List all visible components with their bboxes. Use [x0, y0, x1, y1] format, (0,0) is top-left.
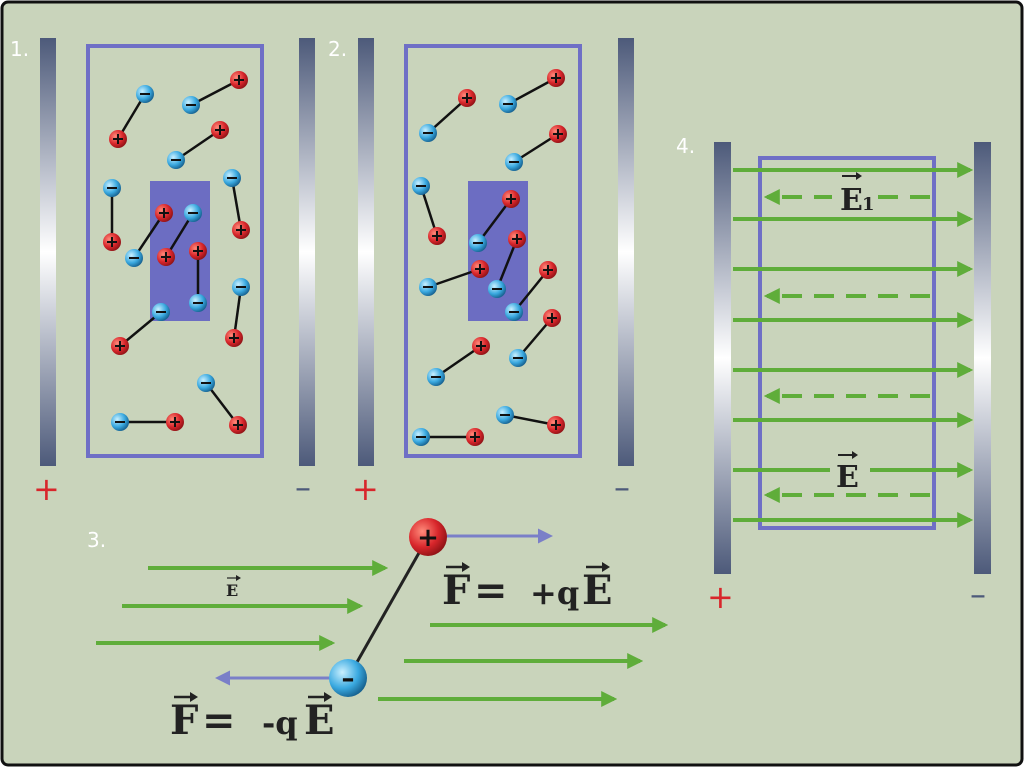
panel-1-minus-sign: –	[295, 468, 311, 506]
formula-bottom-f: F	[170, 697, 198, 744]
panel-1-plate-positive	[40, 38, 56, 466]
panel-4-e1-label: E	[840, 183, 863, 218]
panel-3-positive-charge	[409, 518, 447, 556]
dipole-bond	[427, 267, 481, 289]
formula-bottom-e: E	[304, 697, 335, 744]
panel-2: 2. + –	[328, 37, 634, 508]
panel-3-number: 3.	[87, 528, 106, 552]
panel-4-e1-subscript: 1	[862, 194, 875, 215]
panel-3-negative-charge	[329, 659, 367, 697]
panel-4-dielectric-frame	[758, 156, 936, 530]
dipole-bond	[507, 76, 557, 106]
panel-4-e-label: E	[836, 460, 859, 495]
dipole-bond	[513, 269, 549, 313]
panel-3: 3. E + – F = +q E	[87, 518, 669, 744]
panel-4-minus-sign: –	[970, 575, 986, 613]
formula-bottom-coef: -q	[262, 704, 298, 742]
formula-top-eq: =	[474, 567, 508, 614]
panel-4: 4. + – E 1 E	[676, 134, 991, 616]
dipole-bond	[190, 78, 240, 107]
formula-top-e-vector-head	[602, 562, 610, 572]
panel-3-negative-charge-sign: –	[342, 664, 355, 694]
panel-4-plate-negative	[974, 142, 991, 574]
panel-1-dipoles	[103, 71, 250, 434]
panel-3-positive-charge-sign: +	[417, 523, 439, 553]
formula-bottom-eq: =	[202, 697, 236, 744]
panel-2-dielectric-frame	[404, 44, 582, 458]
panel-3-force-formula-top: F = +q E	[442, 562, 613, 614]
panel-3-field-label: E	[226, 581, 238, 600]
formula-top-f: F	[442, 567, 470, 614]
panel-2-minus-sign: –	[614, 468, 630, 506]
panel-3-force-formula-bottom: F = -q E	[170, 692, 335, 744]
formula-top-coef: +q	[530, 574, 579, 612]
panel-2-plus-sign: +	[352, 470, 379, 508]
panel-3-field-label-vector-head	[236, 575, 241, 581]
panel-1-number: 1.	[10, 37, 29, 61]
panel-4-e-label-bg	[830, 455, 870, 491]
panel-2-number: 2.	[328, 37, 347, 61]
panel-1-dielectric-frame	[86, 44, 264, 458]
panel-2-plate-positive	[358, 38, 374, 466]
dipole-bond	[477, 198, 512, 244]
panel-2-plate-negative	[618, 38, 634, 466]
panel-4-e1-vector-head	[856, 172, 862, 180]
panel-3-dipole-bond	[346, 536, 430, 679]
formula-bottom-e-vector-head	[324, 692, 332, 702]
panel-4-plus-sign: +	[707, 578, 734, 616]
dipole-bond	[435, 344, 482, 379]
panel-1: 1. + –	[10, 37, 315, 508]
panel-1-plus-sign: +	[33, 470, 60, 508]
panel-2-dipoles	[412, 69, 567, 446]
panel-4-e1-label-bg	[832, 178, 876, 214]
panel-4-e-vector-head	[852, 451, 858, 459]
dipole-bond	[132, 212, 166, 259]
panel-1-plate-negative	[299, 38, 315, 466]
formula-top-e: E	[582, 567, 613, 614]
formula-top-f-vector-head	[462, 562, 470, 572]
panel-4-number: 4.	[676, 134, 695, 158]
panel-4-plate-positive	[714, 142, 731, 574]
formula-bottom-f-vector-head	[190, 692, 198, 702]
